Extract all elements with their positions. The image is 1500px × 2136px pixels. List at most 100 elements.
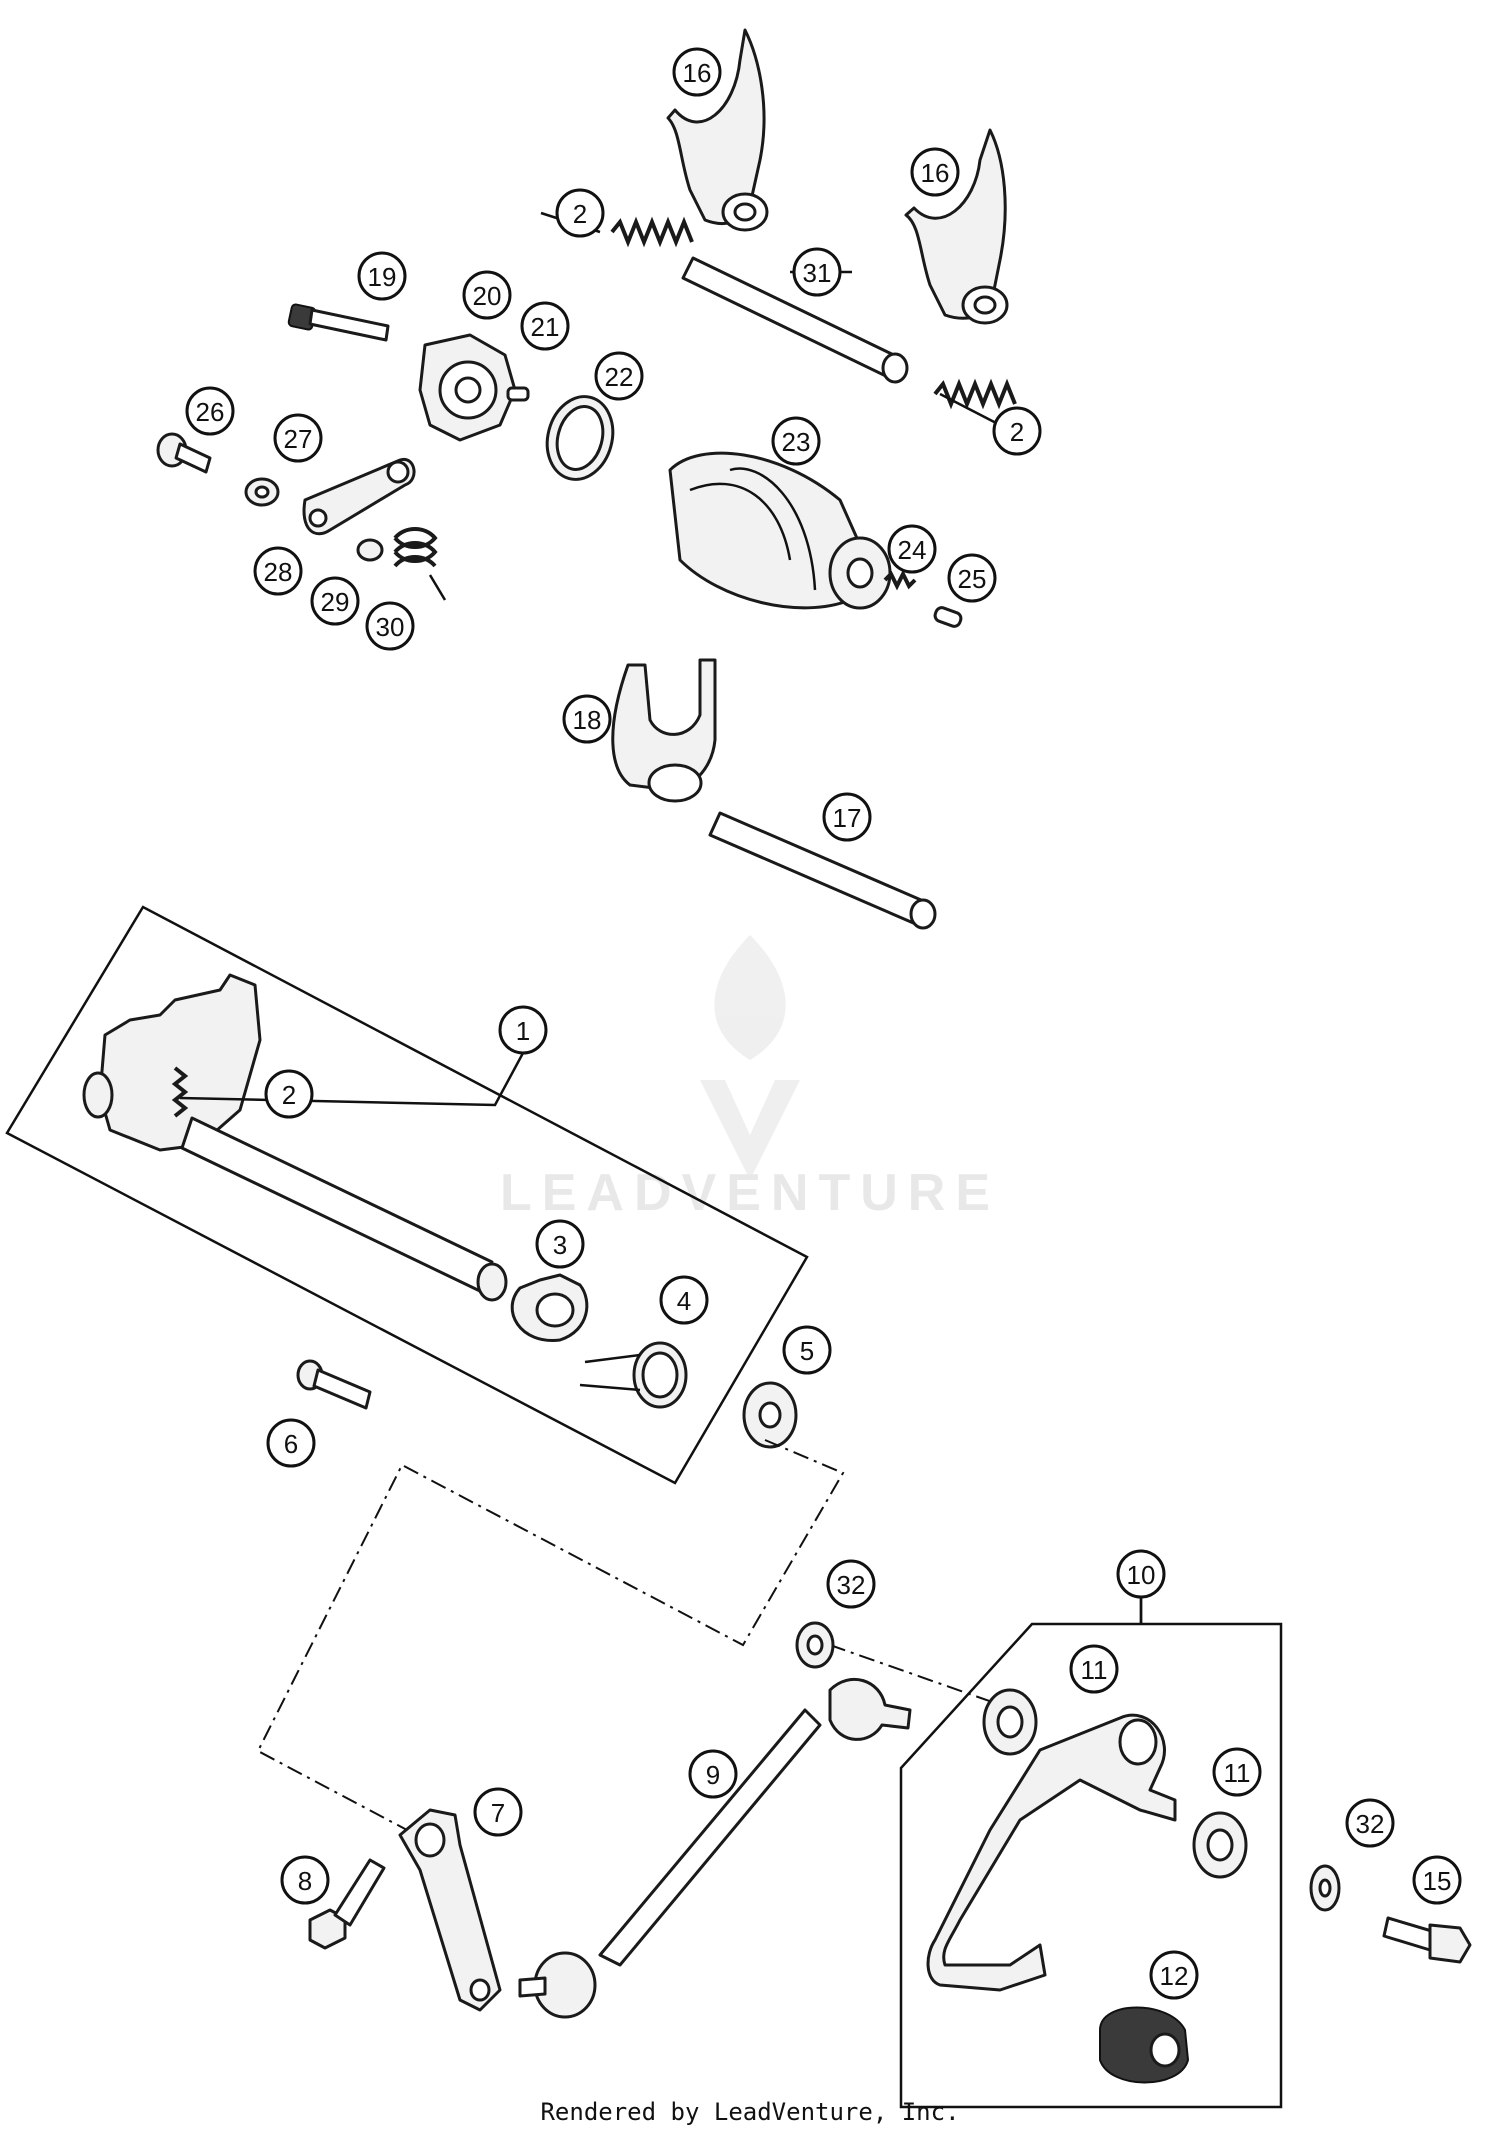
connector-line-lower	[829, 1644, 1016, 1711]
callout-label: 11	[1224, 1758, 1251, 1788]
callout-circle	[520, 301, 570, 351]
callout-23: 23	[771, 416, 821, 466]
assembly-10-box	[899, 1597, 1283, 2109]
callout-circle	[688, 1749, 738, 1799]
locking-lever-28	[302, 457, 416, 536]
callout-label: 27	[284, 424, 313, 454]
callout-label: 11	[1081, 1655, 1108, 1685]
callout-label: 5	[800, 1336, 814, 1366]
callout-15: 15	[1412, 1855, 1462, 1905]
callout-circle	[462, 270, 512, 320]
callout-label: 1	[516, 1016, 530, 1046]
callout-label: 32	[837, 1570, 866, 1600]
callout-circle	[185, 386, 235, 436]
callout-label: 16	[921, 158, 950, 188]
shift-shaft-assembly-1	[82, 973, 508, 1302]
callout-2: 2	[555, 188, 605, 238]
callout-6: 6	[266, 1418, 316, 1468]
callout-circle	[792, 247, 842, 297]
callout-label: 2	[282, 1080, 296, 1110]
bearing-11-upper	[982, 1688, 1038, 1756]
washer-27	[244, 477, 280, 507]
callout-circle	[264, 1069, 314, 1119]
callout-7: 7	[473, 1787, 523, 1837]
callout-circle	[253, 546, 303, 596]
callout-circle	[535, 1219, 585, 1269]
callout-29: 29	[310, 576, 360, 626]
callout-circle	[910, 147, 960, 197]
shift-pedal-10	[926, 1713, 1177, 1992]
callout-28: 28	[253, 546, 303, 596]
callout-label: 9	[706, 1760, 720, 1790]
shift-fork-16-lower	[904, 128, 1009, 325]
callout-circle	[992, 406, 1042, 456]
shift-star-20	[418, 333, 517, 442]
callout-circle	[782, 1325, 832, 1375]
clip-3	[510, 1273, 589, 1342]
pedal-rubber-12	[1099, 2006, 1190, 2084]
callout-label: 3	[553, 1230, 567, 1260]
connector-line-upper	[256, 1439, 845, 1831]
watermark-text: LEADVENTURE	[500, 1164, 1000, 1222]
ring-22	[545, 395, 615, 481]
shift-fork-16-upper	[666, 28, 769, 232]
callout-11: 11	[1069, 1644, 1119, 1694]
callout-4: 4	[659, 1275, 709, 1325]
callout-circle	[826, 1559, 876, 1609]
bearing-11-lower	[1192, 1811, 1248, 1879]
spring-2-upper	[610, 216, 694, 248]
callout-label: 2	[1010, 417, 1024, 447]
washer-5	[742, 1381, 798, 1449]
callout-label: 22	[605, 362, 634, 392]
callout-2: 2	[264, 1069, 314, 1119]
callout-16: 16	[672, 47, 722, 97]
spring-4	[579, 1341, 688, 1409]
shift-rail-31	[681, 256, 909, 384]
callout-circle	[1069, 1644, 1119, 1694]
callout-circle	[357, 251, 407, 301]
callout-32: 32	[826, 1559, 876, 1609]
callout-label: 32	[1356, 1809, 1385, 1839]
assembly-1-box	[5, 905, 809, 1485]
callout-label: 8	[298, 1866, 312, 1896]
callout-1: 1	[498, 1005, 548, 1055]
callout-label: 16	[683, 58, 712, 88]
callout-circle	[822, 792, 872, 842]
callout-22: 22	[594, 351, 644, 401]
callout-25: 25	[947, 553, 997, 603]
callout-30: 30	[365, 601, 415, 651]
callout-21: 21	[520, 301, 570, 351]
callout-circle	[1116, 1549, 1166, 1599]
callout-label: 30	[376, 612, 405, 642]
callout-circle	[594, 351, 644, 401]
callout-circle	[555, 188, 605, 238]
callout-31: 31	[792, 247, 842, 297]
callout-24: 24	[887, 524, 937, 574]
washer-32-lower	[1309, 1864, 1341, 1912]
callout-label: 21	[531, 312, 560, 342]
callout-2: 2	[992, 406, 1042, 456]
callout-label: 28	[264, 557, 293, 587]
callout-11: 11	[1212, 1747, 1262, 1797]
callout-circle	[659, 1275, 709, 1325]
callout-circle	[1412, 1855, 1462, 1905]
callout-label: 23	[782, 427, 811, 457]
pin-21	[506, 386, 530, 402]
spring-2-right	[933, 378, 1017, 410]
callout-3: 3	[535, 1219, 585, 1269]
callout-circle	[771, 416, 821, 466]
callout-label: 10	[1127, 1560, 1156, 1590]
callout-label: 19	[368, 262, 397, 292]
callout-10: 10	[1116, 1549, 1166, 1599]
callout-label: 24	[898, 535, 927, 565]
shift-lever-7	[398, 1808, 502, 2012]
spring-30	[393, 527, 447, 601]
callout-circle	[947, 553, 997, 603]
callout-circle	[473, 1787, 523, 1837]
callout-17: 17	[822, 792, 872, 842]
callout-label: 20	[473, 281, 502, 311]
shift-drum-23	[668, 451, 892, 610]
shift-fork-18	[611, 658, 717, 803]
pin-25	[933, 606, 963, 628]
